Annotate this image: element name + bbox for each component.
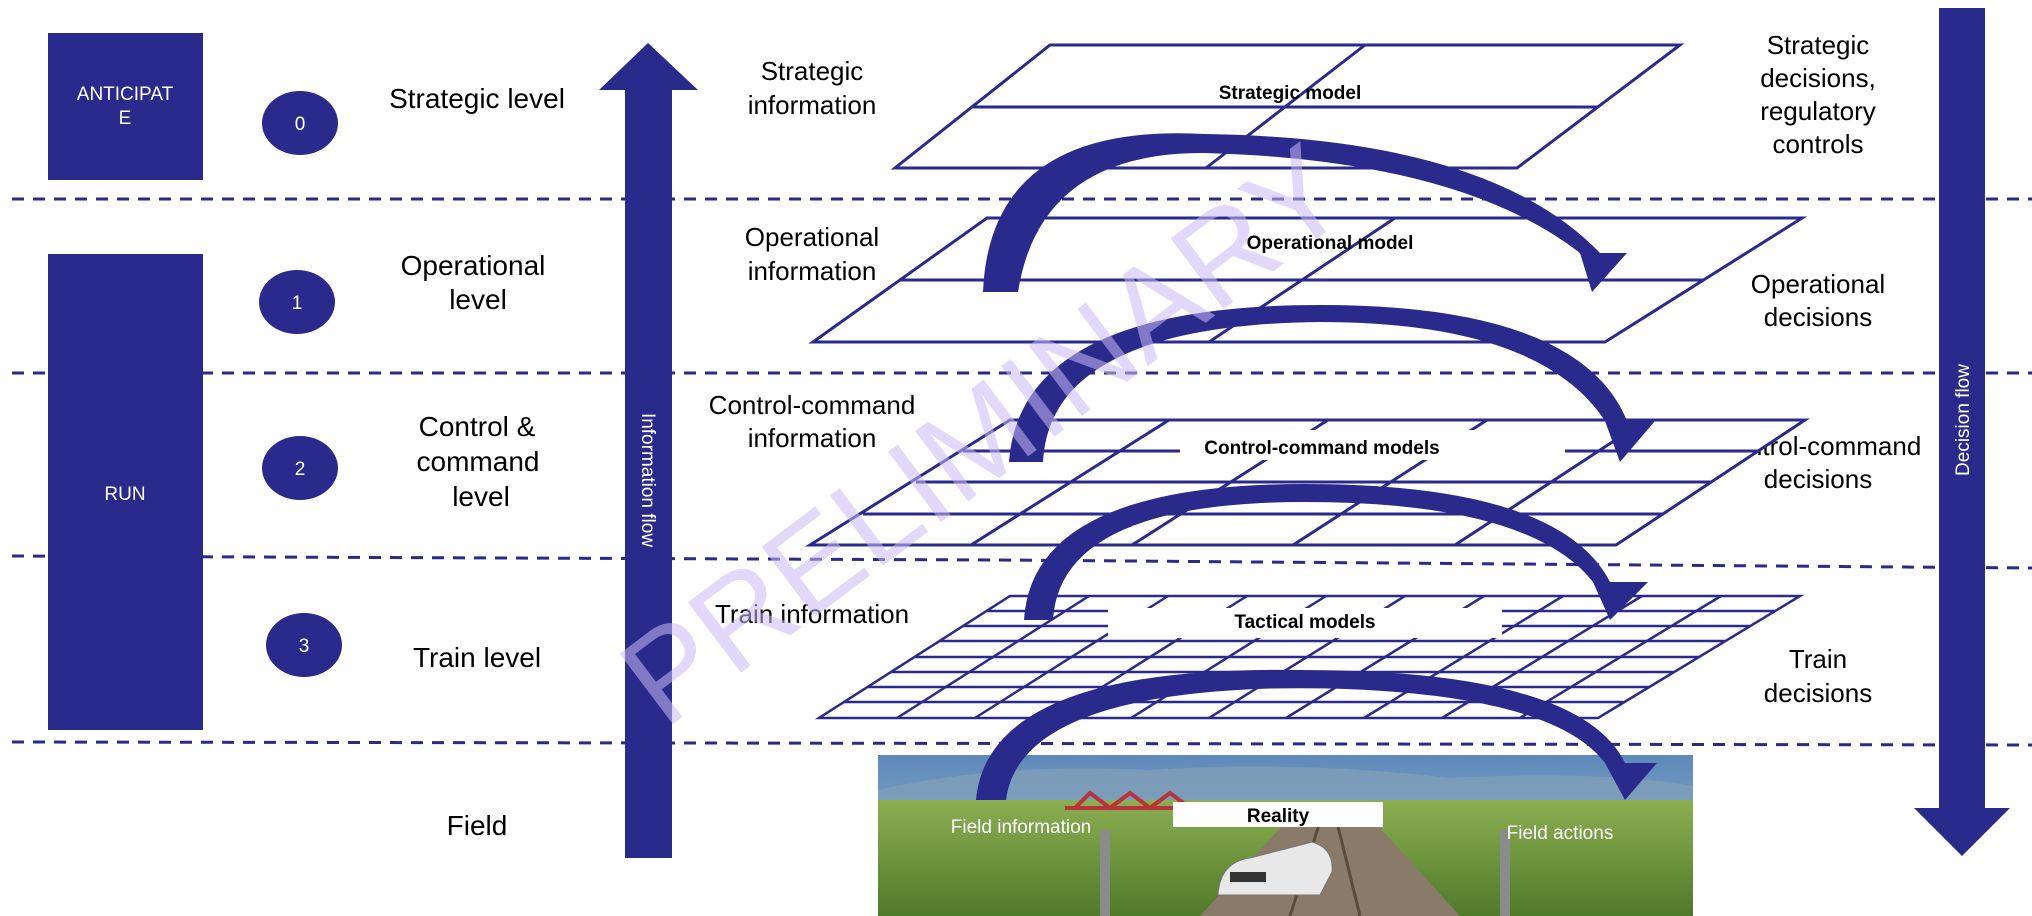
- information-label: Train information: [715, 599, 909, 629]
- field-actions-label: Field actions: [1507, 823, 1614, 844]
- feedback-arrows: [976, 133, 1657, 800]
- field-photo: [878, 755, 1693, 916]
- information-label: information: [748, 256, 877, 286]
- curved-arrow: [1024, 484, 1648, 620]
- level-label: Train level: [413, 642, 541, 673]
- information-label: information: [748, 423, 877, 453]
- decision-label: Operational: [1751, 269, 1885, 299]
- strategic-model-plane: [890, 43, 1685, 170]
- level-badge: [262, 436, 338, 500]
- decision-label: decisions: [1764, 678, 1872, 708]
- model-label: Strategic model: [1219, 83, 1362, 104]
- level-badge: [259, 270, 335, 334]
- level-label: Control &: [419, 411, 536, 442]
- decision-label: Strategic: [1767, 30, 1870, 60]
- decision-flow-label: Decision flow: [1953, 364, 1974, 476]
- anticipate-label-line: E: [119, 108, 132, 129]
- decision-label: controls: [1772, 129, 1863, 159]
- curved-arrow: [983, 133, 1627, 292]
- anticipate-box: [48, 33, 203, 180]
- decision-label: regulatory: [1760, 96, 1876, 126]
- model-label: Operational model: [1247, 233, 1414, 254]
- decision-label: decisions: [1764, 302, 1872, 332]
- level-number: 2: [295, 459, 306, 480]
- decision-label: decisions: [1764, 464, 1872, 494]
- train-shape: [1217, 841, 1333, 896]
- level-label: level: [452, 481, 510, 512]
- level-badge: [262, 91, 338, 155]
- level-badge: [266, 613, 342, 677]
- curved-arrow: [976, 669, 1657, 800]
- run-label: RUN: [104, 484, 145, 505]
- anticipate-label-line: ANTICIPAT: [77, 84, 174, 105]
- model-labels: Strategic model Operational model Contro…: [1204, 83, 1439, 633]
- level-label: Strategic level: [389, 83, 565, 114]
- decision-label: Train: [1789, 644, 1847, 674]
- information-labels: Strategic information Operational inform…: [709, 56, 916, 629]
- level-number: 0: [295, 114, 306, 135]
- reality-label: Reality: [1247, 806, 1310, 827]
- information-label: information: [748, 90, 877, 120]
- run-box: [48, 254, 203, 730]
- information-flow-label: Information flow: [637, 413, 658, 547]
- information-label: Operational: [745, 222, 879, 252]
- separator-line: [11, 554, 2032, 570]
- level-number: 1: [292, 293, 303, 314]
- level-label: Field: [447, 810, 508, 841]
- level-number: 3: [299, 636, 310, 657]
- level-label: command: [417, 446, 540, 477]
- level-labels: Strategic level Operational level Contro…: [389, 83, 565, 841]
- model-planes: [804, 43, 1810, 720]
- model-label: Tactical models: [1234, 612, 1375, 633]
- field-information-label: Field information: [951, 817, 1091, 838]
- level-label: Operational: [401, 250, 546, 281]
- model-label-bg: [1180, 430, 1565, 460]
- information-label: Strategic: [761, 56, 864, 86]
- reality-label-bg: [1173, 802, 1383, 827]
- model-label: Control-command models: [1204, 438, 1439, 459]
- decision-label: decisions,: [1760, 63, 1876, 93]
- information-label: Control-command: [709, 390, 916, 420]
- level-badges: 0 1 2 3: [259, 91, 342, 677]
- information-flow-arrow: Information flow: [599, 43, 698, 858]
- level-label: level: [449, 284, 507, 315]
- decision-flow-arrow: Decision flow: [1914, 8, 2010, 856]
- model-label-bg: [1108, 608, 1502, 638]
